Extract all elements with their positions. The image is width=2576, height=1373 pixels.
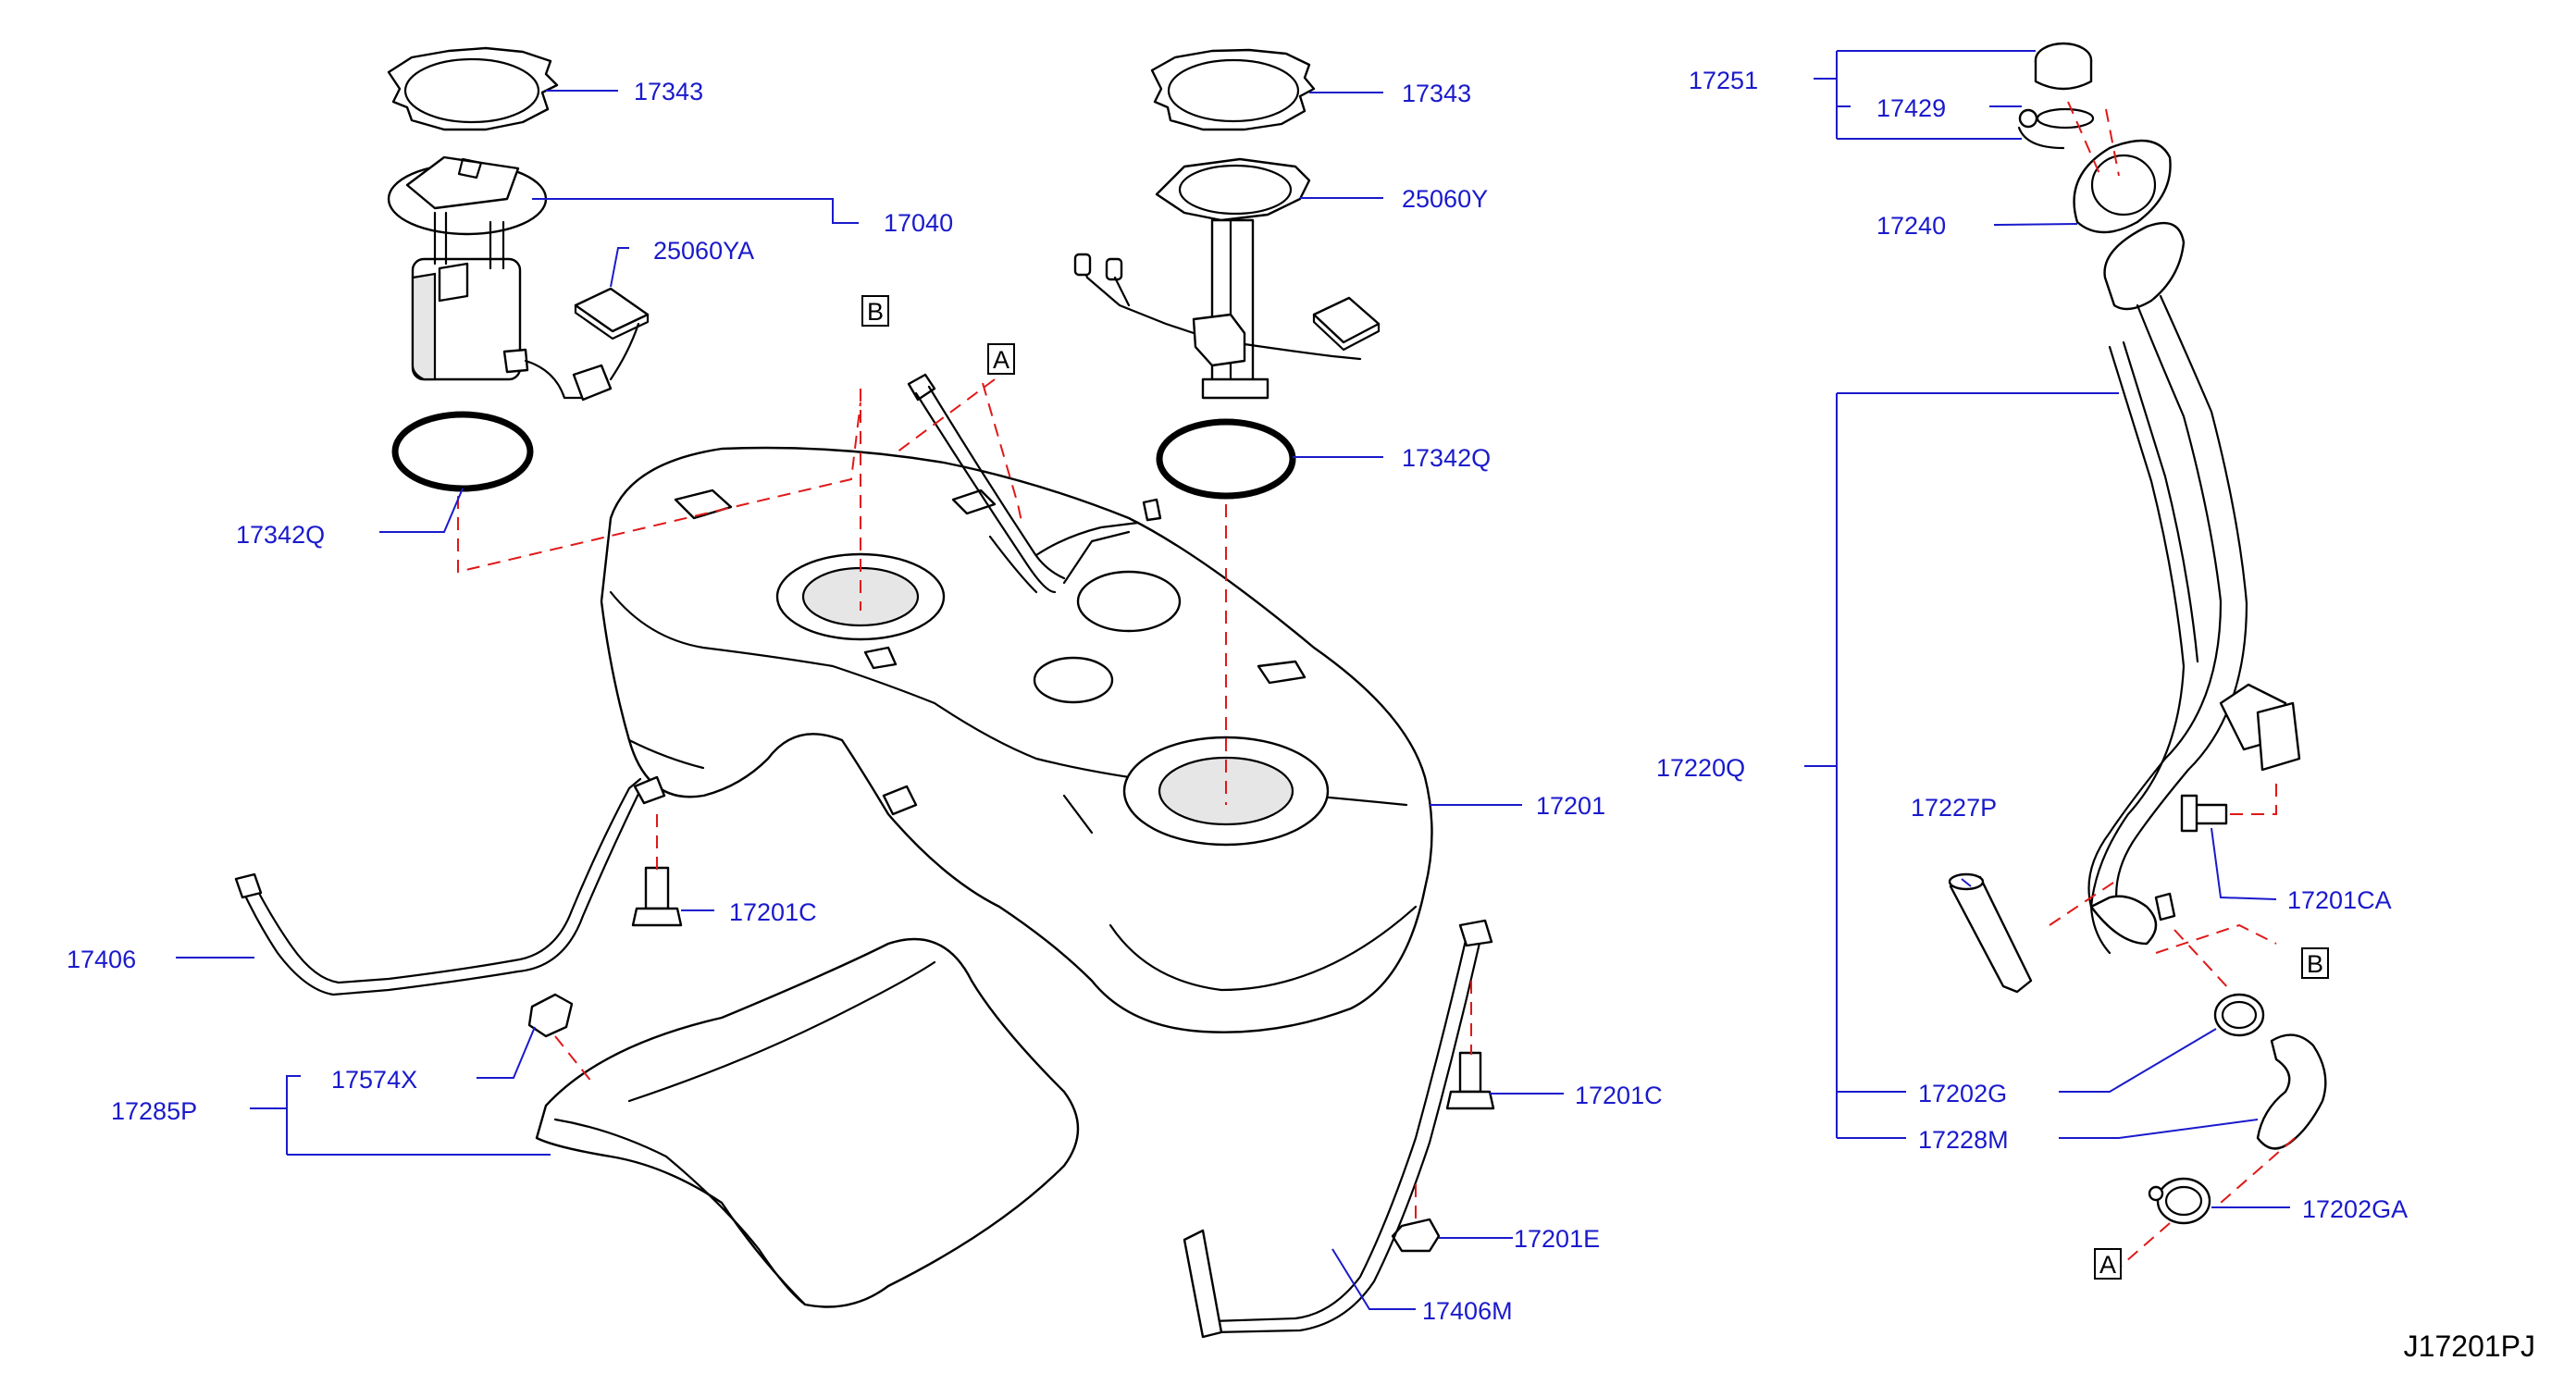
callout-17342q-right: 17342Q: [1402, 444, 1491, 472]
filler-cap: [2034, 42, 2095, 130]
callout-17251: 17251: [1689, 67, 1758, 94]
ref-tag-b-right: B: [2301, 947, 2329, 979]
breather-tube: [1948, 872, 2033, 994]
callout-17227p: 17227P: [1911, 794, 1997, 822]
leader-lines: [176, 50, 2290, 1310]
callout-17240: 17240: [1876, 212, 1946, 240]
callout-17228m: 17228M: [1918, 1126, 2009, 1154]
clip: [527, 993, 574, 1038]
ref-tag-a-bottom: A: [2094, 1248, 2122, 1280]
svg-text:B: B: [2307, 950, 2323, 978]
diagram-code: J17201PJ: [2404, 1330, 2535, 1363]
callout-25060y: 25060Y: [1402, 185, 1488, 213]
connection-lines: [457, 101, 2296, 1268]
ref-tag-b-top: B: [861, 295, 889, 327]
callout-17285p: 17285P: [111, 1097, 197, 1125]
callout-17342q-left: 17342Q: [236, 521, 325, 549]
fuel-pump-module: [387, 155, 640, 402]
ref-tag-a-top: A: [987, 343, 1015, 375]
lock-ring-left: [387, 46, 559, 131]
hose-clamp-upper: [2213, 993, 2265, 1037]
callout-17343-left: 17343: [634, 78, 703, 105]
callout-17429: 17429: [1876, 94, 1946, 122]
callout-17201ca: 17201CA: [2287, 886, 2392, 914]
callout-17201c-left: 17201C: [729, 898, 817, 926]
svg-text:B: B: [867, 298, 884, 326]
bolt-filler: [2180, 794, 2228, 833]
bolt-left: [631, 866, 683, 927]
callout-17220q: 17220Q: [1656, 754, 1745, 782]
callout-17343-right: 17343: [1402, 80, 1471, 107]
gasket-ring-left: [391, 411, 534, 492]
lock-ring-right: [1150, 48, 1316, 131]
callout-17202g: 17202G: [1918, 1080, 2007, 1107]
cap-tether: [2017, 108, 2065, 150]
sender-unit-right: [1073, 157, 1381, 400]
filler-ring: [2073, 139, 2172, 234]
filler-neck: [2087, 221, 2301, 955]
callout-17406m: 17406M: [1422, 1297, 1513, 1325]
bolt-right: [1445, 1051, 1495, 1110]
tank-filler-tube: [907, 373, 1162, 594]
svg-text:A: A: [993, 346, 1009, 374]
tank-strap-right: [1183, 919, 1493, 1339]
tank-strap-left: [234, 775, 666, 996]
callout-25060ya: 25060YA: [653, 237, 754, 265]
hose-clamp-lower: [2148, 1177, 2211, 1225]
filler-hose: [2256, 1033, 2327, 1150]
fuel-tank: [600, 446, 1433, 1033]
callout-17040: 17040: [884, 209, 953, 237]
callout-17202ga: 17202GA: [2302, 1195, 2408, 1223]
callout-17201c-right: 17201C: [1575, 1082, 1663, 1109]
sender-unit-left: [574, 287, 650, 340]
callout-17201: 17201: [1536, 792, 1605, 820]
svg-text:A: A: [2099, 1251, 2116, 1279]
nut: [1391, 1218, 1441, 1253]
callout-17574x: 17574X: [331, 1066, 417, 1094]
callout-17406: 17406: [67, 946, 136, 973]
callout-17201e: 17201E: [1514, 1225, 1600, 1253]
gasket-ring-right: [1156, 418, 1296, 500]
heat-shield: [535, 937, 1080, 1308]
